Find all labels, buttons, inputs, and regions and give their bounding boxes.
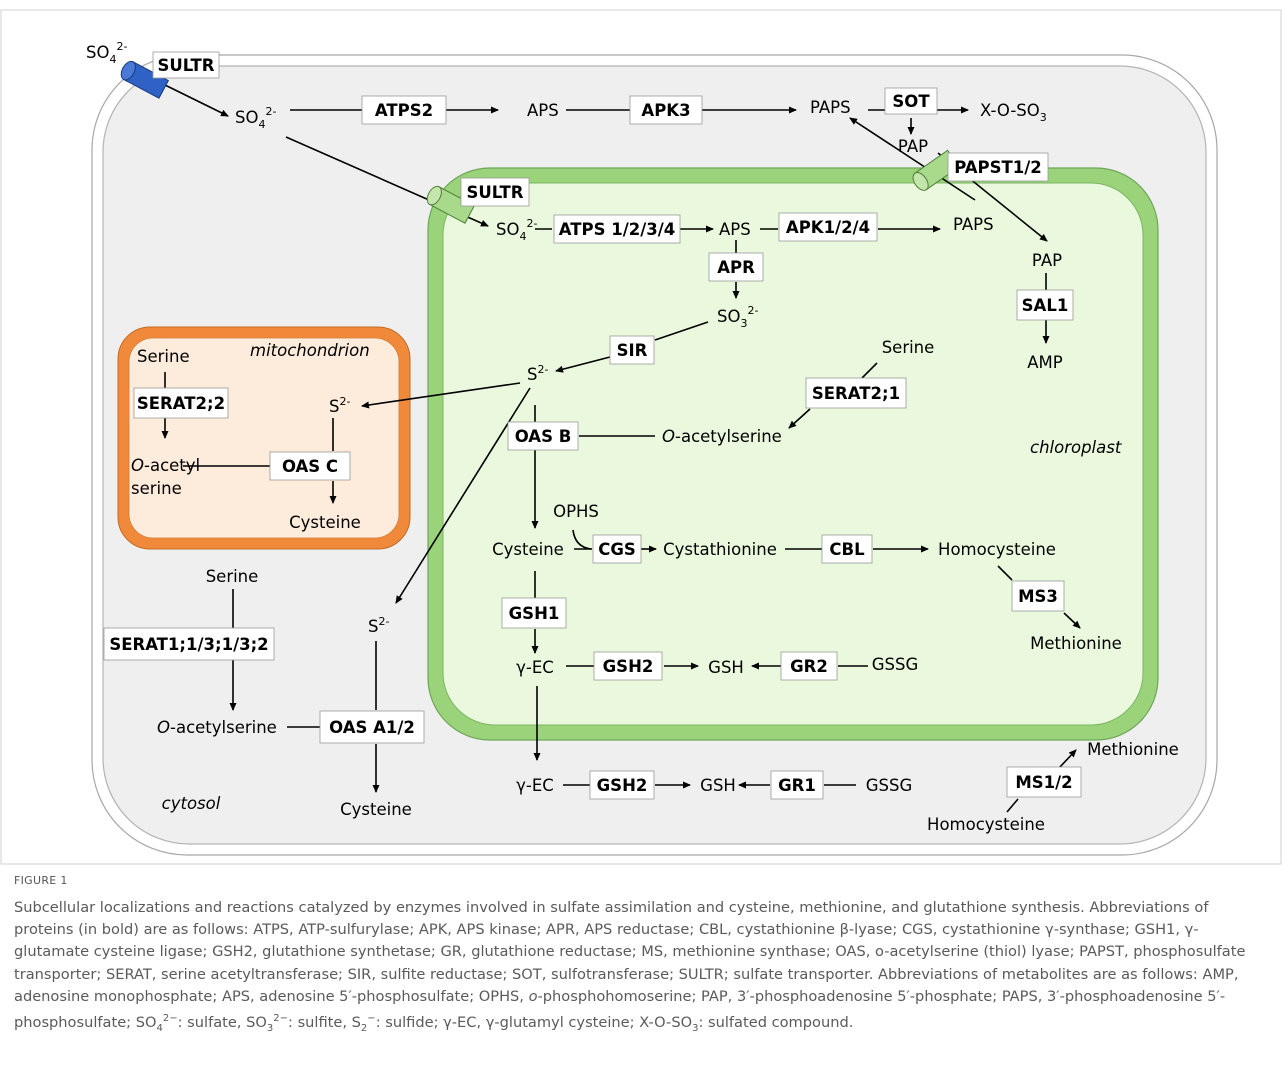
amp-label: AMP: [1027, 353, 1063, 372]
figure-label: FIGURE 1: [14, 874, 68, 887]
sultr-chloro-label: SULTR: [466, 183, 523, 202]
ms12-label: MS1/2: [1015, 773, 1072, 792]
gr1-label: GR1: [778, 776, 816, 795]
sultr-outer-label: SULTR: [157, 56, 214, 75]
pathway-diagram: SULTR ATPS2 APK3 SOT PAPST1/2 SULTR ATPS…: [0, 9, 1282, 865]
serat22-label: SERAT2;2: [137, 394, 225, 413]
cysteine-mito-label: Cysteine: [289, 513, 361, 532]
chloroplast-stroma: [442, 182, 1144, 726]
enzyme-boxes: [103, 51, 1082, 800]
s2-cytosol-label: S2-: [368, 615, 389, 636]
pap-cytosol-label: PAP: [898, 137, 928, 156]
so4-cytosol-label: SO42-: [235, 105, 276, 131]
figure-frame: [0, 9, 1282, 865]
gamma-ec-chloroplast-label: γ-EC: [516, 658, 554, 677]
oas-b-label: OAS B: [515, 427, 572, 446]
serine-cytosol-label: Serine: [206, 567, 259, 586]
cgs-label: CGS: [598, 540, 636, 559]
apr-label: APR: [717, 258, 755, 277]
sir-label: SIR: [617, 341, 648, 360]
methionine-cytosol-label: Methionine: [1087, 740, 1179, 759]
reaction-lines: [161, 84, 1081, 813]
oas-a12-label: OAS A1/2: [329, 718, 415, 737]
so3-label: SO32-: [717, 304, 758, 330]
sultr-chloroplast-icon: [426, 185, 476, 224]
so4-outside-label: SO42-: [86, 40, 127, 66]
serine-chloroplast-label: Serine: [882, 338, 935, 357]
cysteine-chloroplast-label: Cysteine: [492, 540, 564, 559]
atps2-label: ATPS2: [375, 101, 433, 120]
sal1-label: SAL1: [1022, 296, 1069, 315]
mitochondrion-matrix: [128, 337, 400, 539]
aps-cytosol-label: APS: [527, 101, 559, 120]
xoso3-label: X-O-SO3: [980, 101, 1047, 124]
cystathionine-label: Cystathionine: [663, 540, 777, 559]
gsh2-chloro-label: GSH2: [603, 657, 654, 676]
ms3-label: MS3: [1018, 587, 1058, 606]
paps-chloroplast-label: PAPS: [953, 215, 994, 234]
oas-cytosol-label: O-acetylserine: [157, 718, 277, 737]
caption-text: Subcellular localizations and reactions …: [14, 899, 1246, 1034]
gssg-cytosol-label: GSSG: [866, 776, 913, 795]
serine-mito-label: Serine: [137, 347, 190, 366]
mitochondrion-compartment-label: mitochondrion: [250, 341, 370, 360]
pap-chloroplast-label: PAP: [1032, 251, 1062, 270]
aps-chloroplast-label: APS: [719, 220, 751, 239]
sultr-plasma-membrane-icon: [120, 60, 170, 99]
apk124-label: APK1/2/4: [786, 218, 870, 237]
gssg-chloroplast-label: GSSG: [872, 655, 919, 674]
homocysteine-cytosol-label: Homocysteine: [927, 815, 1045, 834]
gsh1-label: GSH1: [509, 604, 560, 623]
chloroplast-compartment-label: chloroplast: [1030, 438, 1122, 457]
sot-label: SOT: [892, 92, 930, 111]
atps1234-label: ATPS 1/2/3/4: [559, 220, 675, 239]
gsh-cytosol-label: GSH: [700, 776, 736, 795]
s2-mito-label: S2-: [329, 395, 350, 416]
papst-label: PAPST1/2: [954, 158, 1042, 177]
oacetylserine-mito-line2: serine: [131, 479, 182, 498]
paps-cytosol-label: PAPS: [810, 98, 851, 117]
apk3-label: APK3: [641, 101, 690, 120]
so4-chloroplast-label: SO42-: [496, 217, 537, 243]
figure-caption: FIGURE 1 Subcellular localizations and r…: [14, 874, 1269, 1040]
oas-c-label: OAS C: [282, 457, 338, 476]
gr2-label: GR2: [790, 657, 828, 676]
homocysteine-chloroplast-label: Homocysteine: [938, 540, 1056, 559]
oacetylserine-mito-line1: O-acetyl: [131, 456, 200, 475]
serat1-label: SERAT1;1/3;1/3;2: [109, 635, 268, 654]
gamma-ec-cytosol-label: γ-EC: [516, 776, 554, 795]
ophs-label: OPHS: [553, 502, 599, 521]
cytosol-compartment-label: cytosol: [162, 794, 221, 813]
gsh-chloroplast-label: GSH: [708, 658, 744, 677]
serat21-label: SERAT2;1: [812, 384, 900, 403]
cysteine-cytosol-label: Cysteine: [340, 800, 412, 819]
s2-chloroplast-label: S2-: [527, 363, 548, 384]
cbl-label: CBL: [829, 540, 865, 559]
gsh2-cyto-label: GSH2: [597, 776, 648, 795]
methionine-chloroplast-label: Methionine: [1030, 634, 1122, 653]
oas-chloroplast-label: O-acetylserine: [662, 427, 782, 446]
